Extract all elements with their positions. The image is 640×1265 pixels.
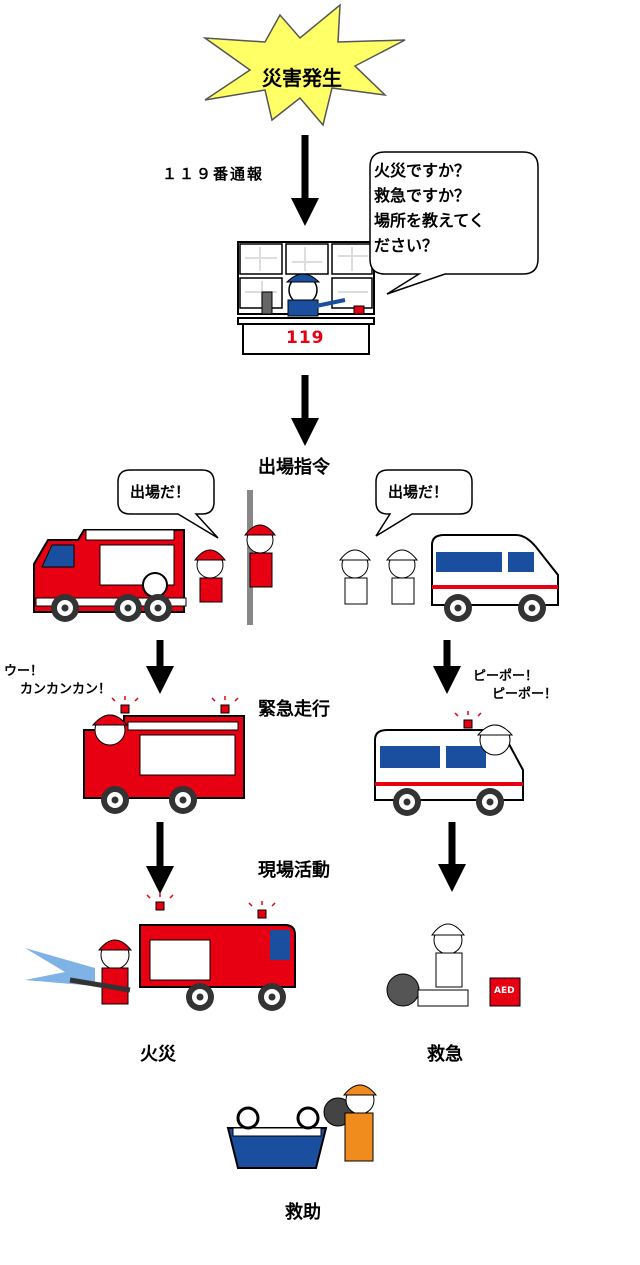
first-aid-scene	[386, 923, 521, 1007]
on-site-activity-label: 現場活動	[258, 860, 330, 881]
fire-crew-speech-bubble	[117, 469, 219, 539]
fire-siren-2: カンカンカン！	[20, 682, 112, 697]
rescue-label: 救助	[285, 1202, 321, 1223]
flow-arrows	[146, 135, 466, 894]
ambulance-label: 救急	[427, 1044, 463, 1065]
fire-crew-bubble-text: 出場だ！	[130, 483, 191, 501]
fire-truck-driving	[83, 695, 245, 814]
fire-truck-dispatch	[33, 529, 187, 622]
rescue-scene	[226, 1084, 378, 1169]
dispatch-center-illustration	[237, 241, 375, 355]
fire-siren-1: ウー！	[4, 664, 44, 679]
operator-line-2: 救急ですか？	[374, 186, 471, 205]
ambulance-siren-1: ピーポー！	[473, 669, 539, 684]
firefighting-scene	[25, 892, 296, 1011]
fire-label: 火災	[140, 1044, 176, 1065]
firefighters-dispatch	[193, 490, 277, 625]
operator-line-4: ださい？	[374, 236, 439, 255]
disaster-occurs-label: 災害発生	[262, 66, 342, 90]
ambulance-siren-2: ピーポー！	[492, 687, 558, 702]
starburst-shape	[202, 3, 406, 127]
ambulance-dispatch	[338, 534, 559, 622]
desk-119-number: 119	[286, 328, 325, 348]
ambulance-crew-bubble-text: 出場だ！	[388, 483, 449, 501]
operator-line-3: 場所を教えてく	[374, 211, 485, 230]
operator-line-1: 火災ですか？	[374, 161, 471, 180]
call-119-label: １１９番通報	[162, 165, 265, 183]
operator-questions: 火災ですか？ 救急ですか？ 場所を教えてく ださい？	[374, 158, 485, 258]
dispatch-order-label: 出場指令	[258, 457, 330, 478]
emergency-driving-label: 緊急走行	[258, 699, 330, 720]
ambulance-crew-speech-bubble	[375, 469, 473, 537]
aed-label: AED	[494, 986, 515, 996]
ambulance-driving	[374, 710, 524, 816]
operator-speech-bubble	[369, 151, 539, 295]
